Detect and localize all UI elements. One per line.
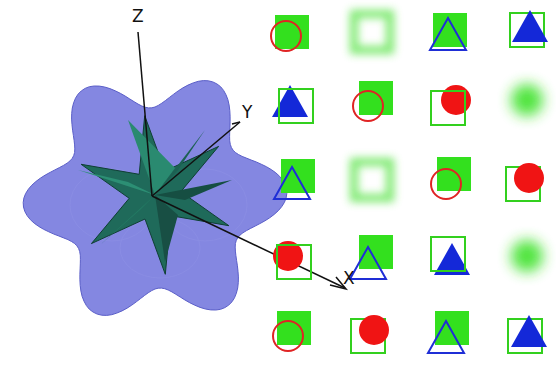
green-star xyxy=(81,116,229,275)
axis-label: Z xyxy=(132,8,144,25)
axes xyxy=(138,32,346,289)
axis-label: X xyxy=(343,270,355,287)
symbol-grid xyxy=(271,10,548,353)
axis-label: Y xyxy=(242,104,252,121)
star-facets xyxy=(78,120,232,262)
